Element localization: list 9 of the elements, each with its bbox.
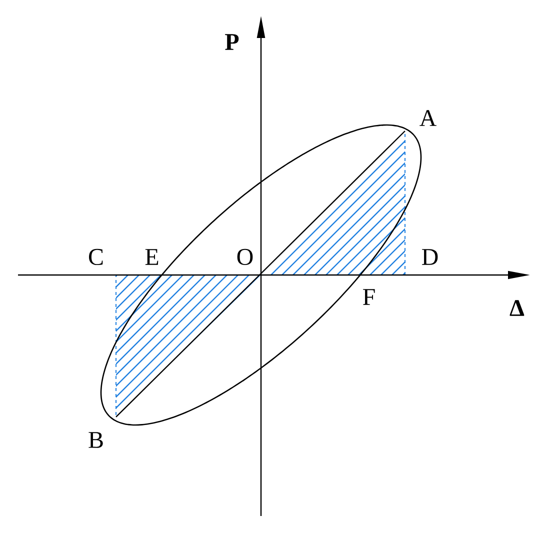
point-label: O — [237, 248, 253, 266]
point-label: E — [145, 249, 158, 265]
axis-label: P — [225, 34, 239, 50]
point-label: D — [422, 249, 438, 265]
axis-label: Δ — [510, 300, 524, 316]
point-label: C — [89, 248, 103, 266]
point-label: B — [88, 432, 103, 448]
point-label: A — [420, 110, 436, 126]
point-label: F — [363, 289, 375, 305]
